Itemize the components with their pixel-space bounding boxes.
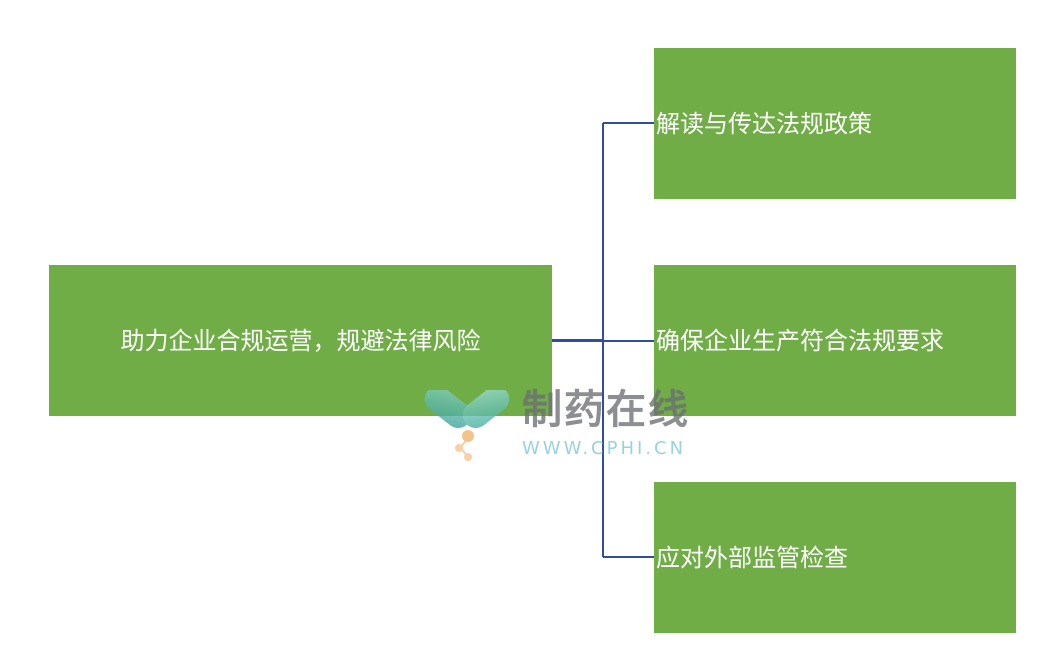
- root-node-label: 助力企业合规运营，规避法律风险: [120, 326, 481, 355]
- watermark-url: WWW.CPHI.CN: [522, 438, 687, 459]
- child-node-label: 确保企业生产符合法规要求: [656, 326, 944, 355]
- capsule-molecule-logo-icon: [424, 390, 510, 461]
- child-node-label: 解读与传达法规政策: [656, 109, 872, 138]
- root-node: 助力企业合规运营，规避法律风险: [49, 265, 552, 416]
- child-node-regulatory-inspection: 应对外部监管检查: [654, 482, 1016, 633]
- watermark-title: 制药在线: [522, 387, 690, 433]
- child-node-interpret-policies: 解读与传达法规政策: [654, 48, 1016, 199]
- watermark: 制药在线 WWW.CPHI.CN: [420, 388, 720, 468]
- child-node-ensure-compliance: 确保企业生产符合法规要求: [654, 265, 1016, 416]
- child-node-label: 应对外部监管检查: [656, 543, 848, 572]
